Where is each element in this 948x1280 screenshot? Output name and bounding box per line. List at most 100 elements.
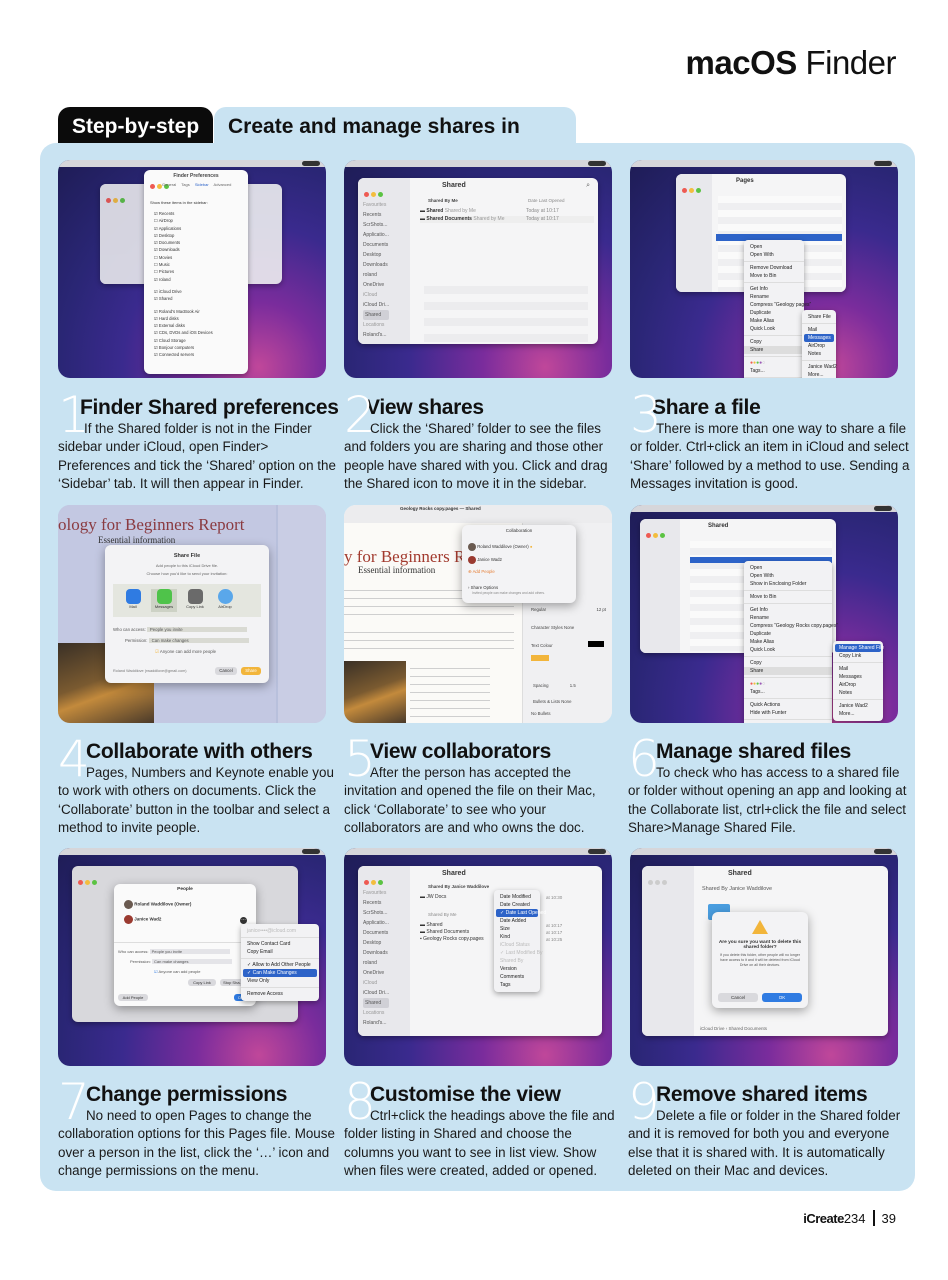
share-options[interactable]: › Share Options xyxy=(468,585,499,590)
menu-item[interactable]: Open With xyxy=(750,573,774,579)
menu-item[interactable]: Size xyxy=(500,926,510,932)
collaborator-janice[interactable]: Janice Wad2 xyxy=(468,556,502,564)
pref-item[interactable]: ☑ Bonjour computers xyxy=(154,345,195,351)
menu-item-date-last-opened[interactable]: ✓ Date Last Opened xyxy=(496,909,546,917)
collaborator-owner[interactable]: Roland Waddilove (Owner) ● xyxy=(468,543,532,551)
pref-item[interactable]: ☑ Roland's MacBook Air xyxy=(154,308,200,314)
sidebar-item[interactable]: ScrShots... xyxy=(363,222,388,228)
ok-button[interactable]: OK xyxy=(762,993,802,1002)
menu-item[interactable]: Hide with Funter xyxy=(750,710,787,716)
pref-item[interactable]: ☐ AirDrop xyxy=(154,218,173,224)
column-header-date[interactable]: Date Last Opened xyxy=(528,198,565,203)
pref-item[interactable]: ☑ Recents xyxy=(154,211,175,216)
copy-link-button[interactable]: Copy Link xyxy=(188,979,216,986)
submenu-item[interactable]: Copy Link xyxy=(839,653,862,659)
pref-item[interactable]: ☑ roland xyxy=(154,276,171,282)
file-row[interactable]: ▬ Shared Documents xyxy=(420,929,470,935)
add-people-button[interactable]: ⊕ Add People xyxy=(468,569,495,574)
sidebar-item[interactable]: OneDrive xyxy=(363,970,385,976)
sidebar-item[interactable]: OneDrive xyxy=(363,282,385,288)
text-colour-swatch[interactable] xyxy=(588,641,604,647)
menu-item[interactable]: Open With xyxy=(750,252,774,258)
sidebar-item[interactable]: Applicatio... xyxy=(363,232,389,238)
tab-advanced[interactable]: Advanced xyxy=(213,182,232,187)
cancel-button[interactable]: Cancel xyxy=(215,667,237,675)
method-mail[interactable]: Mail xyxy=(121,589,145,612)
person-owner[interactable]: Roland Waddilove (Owner) xyxy=(124,900,191,909)
sidebar-item[interactable]: ScrShots... xyxy=(363,910,388,916)
font-style[interactable]: Regular xyxy=(531,607,547,612)
pref-item[interactable]: ☑ Downloads xyxy=(154,247,180,253)
menu-item-share[interactable]: Share xyxy=(744,346,804,354)
sidebar-item[interactable]: Recents xyxy=(363,900,382,906)
menu-item[interactable]: Open xyxy=(750,565,763,571)
pref-item[interactable]: ☐ Music xyxy=(154,262,170,268)
submenu-item[interactable]: Mail xyxy=(808,327,818,333)
sidebar-item[interactable]: Documents xyxy=(363,930,389,936)
menu-item[interactable]: Quick Look xyxy=(750,326,776,332)
menu-item[interactable]: Make Alias xyxy=(750,639,775,645)
submenu-item[interactable]: AirDrop xyxy=(839,682,856,688)
menu-item[interactable]: Show in Enclosing Folder xyxy=(750,581,807,587)
menu-item[interactable]: Compress “Geology pages” xyxy=(750,302,812,308)
submenu-item[interactable]: Notes xyxy=(808,351,822,357)
sidebar-item[interactable]: Applicatio... xyxy=(363,920,389,926)
align-left-button[interactable] xyxy=(531,655,549,661)
menu-item[interactable]: Compress “Geology Rocks copy.pages” xyxy=(750,623,838,629)
sidebar-item[interactable]: Downloads xyxy=(363,262,388,268)
tab-sidebar[interactable]: Sidebar xyxy=(194,182,209,187)
pref-item[interactable]: ☑ CDs, DVDs and iOS Devices xyxy=(154,330,213,336)
cancel-button[interactable]: Cancel xyxy=(718,993,758,1002)
menu-item[interactable]: Open xyxy=(750,244,763,250)
method-copy-link[interactable]: Copy Link xyxy=(183,589,207,612)
sidebar-item[interactable]: Desktop xyxy=(363,252,382,258)
sidebar-item[interactable]: Documents xyxy=(363,242,389,248)
menu-item[interactable]: Tags... xyxy=(750,689,765,695)
menu-item[interactable]: Duplicate xyxy=(750,631,771,637)
selected-file-row[interactable] xyxy=(690,557,832,563)
sidebar-item[interactable]: iCloud Dri... xyxy=(363,990,390,996)
sidebar-item-shared[interactable]: Shared xyxy=(363,310,390,320)
group-header[interactable]: Shared By Me xyxy=(428,912,457,917)
no-bullets-select[interactable]: No Bullets xyxy=(531,711,551,716)
menu-item[interactable]: Date Created xyxy=(500,902,530,908)
share-button[interactable]: Share xyxy=(241,667,261,675)
tab-tags[interactable]: Tags xyxy=(181,182,190,187)
menu-item-share[interactable]: Share xyxy=(744,667,832,675)
pref-item[interactable]: ☑ iCloud Drive xyxy=(154,288,182,294)
more-options-icon[interactable]: … xyxy=(240,916,247,924)
submenu-item[interactable]: Janice Wad2 xyxy=(839,703,868,709)
file-row[interactable]: ▬ Shared xyxy=(420,922,443,928)
pref-item[interactable]: ☐ Pictures xyxy=(154,269,175,275)
sidebar-item[interactable]: Recents xyxy=(363,212,382,218)
pref-item-shared[interactable]: ☑ Shared xyxy=(154,296,173,302)
menu-item[interactable]: Remove Download xyxy=(750,265,793,271)
group-header[interactable]: Shared By Janice Waddilove xyxy=(428,884,490,889)
menu-item[interactable]: Get Info xyxy=(750,607,768,613)
submenu-item[interactable]: Notes xyxy=(839,690,853,696)
submenu-item[interactable]: Messages xyxy=(839,674,862,680)
pref-item[interactable]: ☑ External disks xyxy=(154,323,185,329)
pref-item[interactable]: ☐ Movies xyxy=(154,254,173,260)
submenu-item[interactable]: Share File xyxy=(808,314,831,320)
stop-sharing-button[interactable]: Stop Sha... xyxy=(220,979,246,986)
pref-item[interactable]: ☑ Desktop xyxy=(154,232,175,238)
sidebar-item[interactable]: Roland's... xyxy=(363,332,387,338)
selected-file-row[interactable] xyxy=(716,234,842,241)
menu-item[interactable]: Rename xyxy=(750,294,769,300)
menu-item[interactable]: ✓ Allow to Add Other People xyxy=(247,962,311,968)
menu-item[interactable]: Make Alias xyxy=(750,318,775,324)
pref-item[interactable]: ☑ Applications xyxy=(154,225,182,231)
submenu-item[interactable]: AirDrop xyxy=(808,343,825,349)
sidebar-item-shared[interactable]: Shared xyxy=(363,998,390,1008)
menu-item[interactable]: Remove Access xyxy=(247,991,283,997)
color-tags[interactable]: ●●●●○ xyxy=(750,360,766,366)
file-row[interactable]: ▬ JW Docs xyxy=(420,894,447,900)
pref-item[interactable]: ☑ Hard disks xyxy=(154,315,179,321)
menu-item[interactable]: Copy xyxy=(750,339,762,345)
permission-select[interactable]: Can make changes xyxy=(148,638,249,643)
menu-item[interactable]: Tags xyxy=(500,982,511,988)
tab-general[interactable]: General xyxy=(162,182,177,187)
sidebar-item[interactable]: Roland's... xyxy=(363,1020,387,1026)
menu-item[interactable]: Rename xyxy=(750,615,769,621)
